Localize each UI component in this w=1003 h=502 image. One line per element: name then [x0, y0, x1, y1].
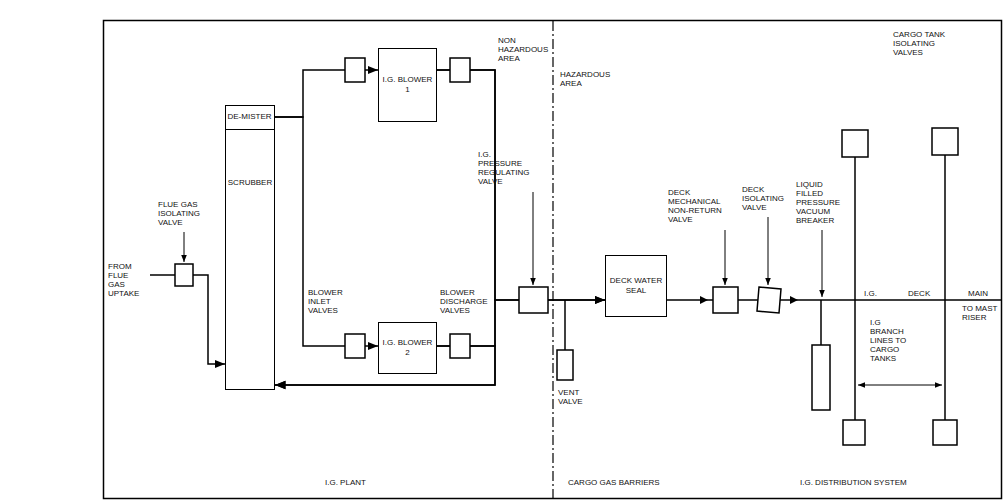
leader-line	[768, 217, 769, 285]
flue-gas-pipe	[150, 274, 176, 276]
callout-label: I.G. PLANT	[325, 478, 366, 487]
callout-label: DECK	[908, 289, 930, 298]
callout-label: FROM FLUE GAS UPTAKE	[108, 262, 144, 298]
frame	[104, 21, 1002, 499]
valve-symbol	[345, 334, 365, 358]
callout-label: CARGO GAS BARRIERS	[568, 478, 660, 487]
blower-box: I.G. BLOWER 1	[378, 48, 437, 122]
node-text: DECK WATER SEAL	[606, 276, 666, 296]
valve-symbol	[933, 420, 957, 445]
valve-symbol	[175, 264, 193, 286]
callout-label: VENT VALVE	[558, 388, 598, 406]
valve-symbol	[519, 287, 548, 313]
leader-line	[533, 192, 534, 285]
valve-symbol	[757, 287, 781, 313]
flue-gas-pipe	[193, 275, 225, 364]
pipe-connector	[437, 70, 605, 300]
callout-label: NON HAZARDOUS AREA	[498, 36, 550, 63]
callout-label: MAIN	[968, 289, 988, 298]
callout-label: HAZARDOUS AREA	[560, 70, 612, 88]
flow-arrow	[790, 296, 798, 304]
callout-label: I.G.	[864, 289, 877, 298]
leader-line	[184, 232, 185, 262]
node-text: I.G. BLOWER 2	[379, 338, 436, 358]
callout-label: CARGO TANK ISOLATING VALVES	[893, 30, 951, 57]
valve-symbol	[345, 58, 365, 82]
flow-arrow	[700, 296, 708, 304]
branch-line	[854, 157, 856, 420]
leader-line	[725, 230, 726, 285]
node-text: DE-MISTER	[226, 112, 274, 122]
node-text: SCRUBBER	[226, 178, 274, 188]
breaker-pipe	[820, 300, 822, 345]
vent-pipe	[564, 300, 566, 350]
branch-line	[944, 155, 946, 420]
valve-symbol	[450, 334, 470, 358]
callout-label: BLOWER INLET VALVES	[308, 288, 346, 315]
callout-label: I.G. DISTRIBUTION SYSTEM	[800, 478, 907, 487]
callout-label: FLUE GAS ISOLATING VALVE	[158, 200, 216, 227]
breaker-symbol	[812, 345, 830, 410]
node-text: I.G. BLOWER 1	[379, 75, 436, 95]
pipe-connector	[275, 117, 379, 346]
demister-section: DE-MISTER	[225, 105, 275, 130]
callout-label: DECK MECHANICAL NON-RETURN VALVE	[668, 188, 724, 224]
valve-symbol	[713, 287, 738, 313]
callout-label: DECK ISOLATING VALVE	[742, 185, 792, 212]
callout-label: I.G BRANCH LINES TO CARGO TANKS	[870, 318, 914, 363]
valve-symbol	[557, 350, 573, 380]
area-boundary	[552, 21, 553, 498]
callout-label: LIQUID FILLED PRESSURE VACUUM BREAKER	[796, 180, 850, 225]
callout-label: TO MAST RISER	[962, 304, 1000, 322]
leader-line	[822, 230, 823, 297]
scrubber-box: SCRUBBER DE-MISTER	[225, 105, 275, 390]
callout-label: I.G. PRESSURE REGULATING VALVE	[478, 150, 534, 186]
callout-label: BLOWER DISCHARGE VALVES	[440, 288, 490, 315]
valve-symbol	[450, 58, 470, 82]
span-arrow	[858, 385, 942, 386]
water-seal-box: DECK WATER SEAL	[605, 255, 667, 317]
valve-symbol	[843, 420, 865, 445]
valve-symbol	[842, 130, 868, 157]
blower-box: I.G. BLOWER 2	[378, 322, 437, 374]
valve-symbol	[932, 128, 958, 155]
